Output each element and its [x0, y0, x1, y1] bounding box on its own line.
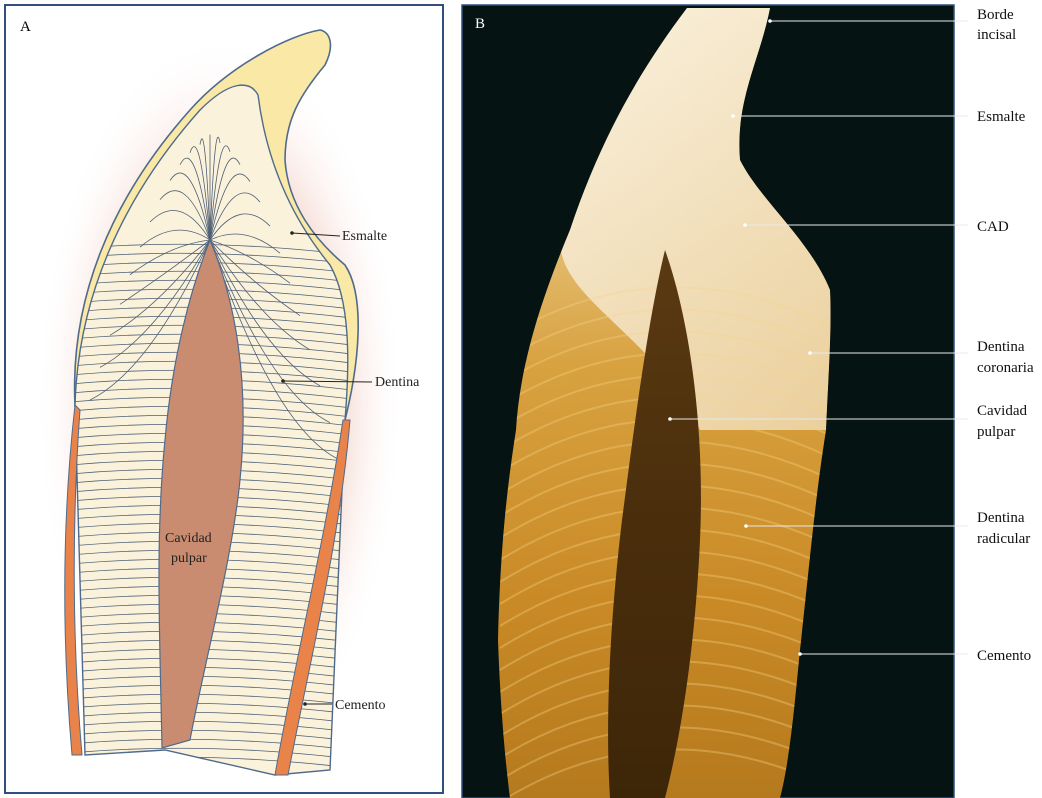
label-dentina-radicular-1: Dentina [977, 510, 1025, 526]
label-cavidad-b-1: Cavidad [977, 403, 1027, 419]
label-cemento-b: Cemento [977, 648, 1031, 664]
dot-dentina-a [281, 379, 285, 383]
label-esmalte-a: Esmalte [342, 229, 387, 244]
label-cavidad-a-2: pulpar [171, 551, 207, 566]
panel-b-letter: B [475, 16, 485, 32]
label-dentina-coronaria-1: Dentina [977, 339, 1025, 355]
dot-dentina-coronaria [808, 351, 812, 355]
label-dentina-a: Dentina [375, 375, 420, 390]
dot-borde [768, 19, 772, 23]
dot-cad [743, 223, 747, 227]
dot-cemento-a [303, 702, 307, 706]
label-cemento-a: Cemento [335, 698, 386, 713]
label-borde-2: incisal [977, 27, 1016, 43]
label-dentina-radicular-2: radicular [977, 531, 1030, 547]
dot-cavidad-b [668, 417, 672, 421]
dot-esmalte-a [290, 231, 294, 235]
dot-cemento-b [798, 652, 802, 656]
label-cad: CAD [977, 219, 1009, 235]
label-cavidad-a-1: Cavidad [165, 531, 212, 546]
label-cavidad-b-2: pulpar [977, 424, 1015, 440]
dot-esmalte-b [731, 114, 735, 118]
label-esmalte-b: Esmalte [977, 109, 1026, 125]
dot-dentina-radicular [744, 524, 748, 528]
panel-b: B Borde incisal Esmalte CAD Dentina coro… [462, 5, 1034, 798]
label-dentina-coronaria-2: coronaria [977, 360, 1034, 376]
label-borde-1: Borde [977, 7, 1014, 23]
panel-a: A Esmalte Dentina Cavidad pulpar Cemento [5, 5, 443, 793]
panel-a-letter: A [20, 19, 31, 35]
